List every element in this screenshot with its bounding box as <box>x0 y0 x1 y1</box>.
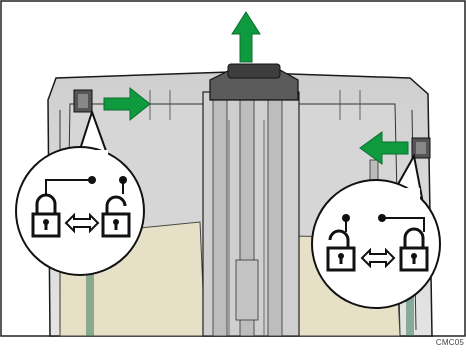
left-lock-lever[interactable] <box>74 90 92 112</box>
guide-handle[interactable] <box>210 64 298 100</box>
pull-up-arrow <box>232 12 260 62</box>
figure-code-label: CMC05 <box>436 338 464 347</box>
length-guide <box>203 92 299 336</box>
